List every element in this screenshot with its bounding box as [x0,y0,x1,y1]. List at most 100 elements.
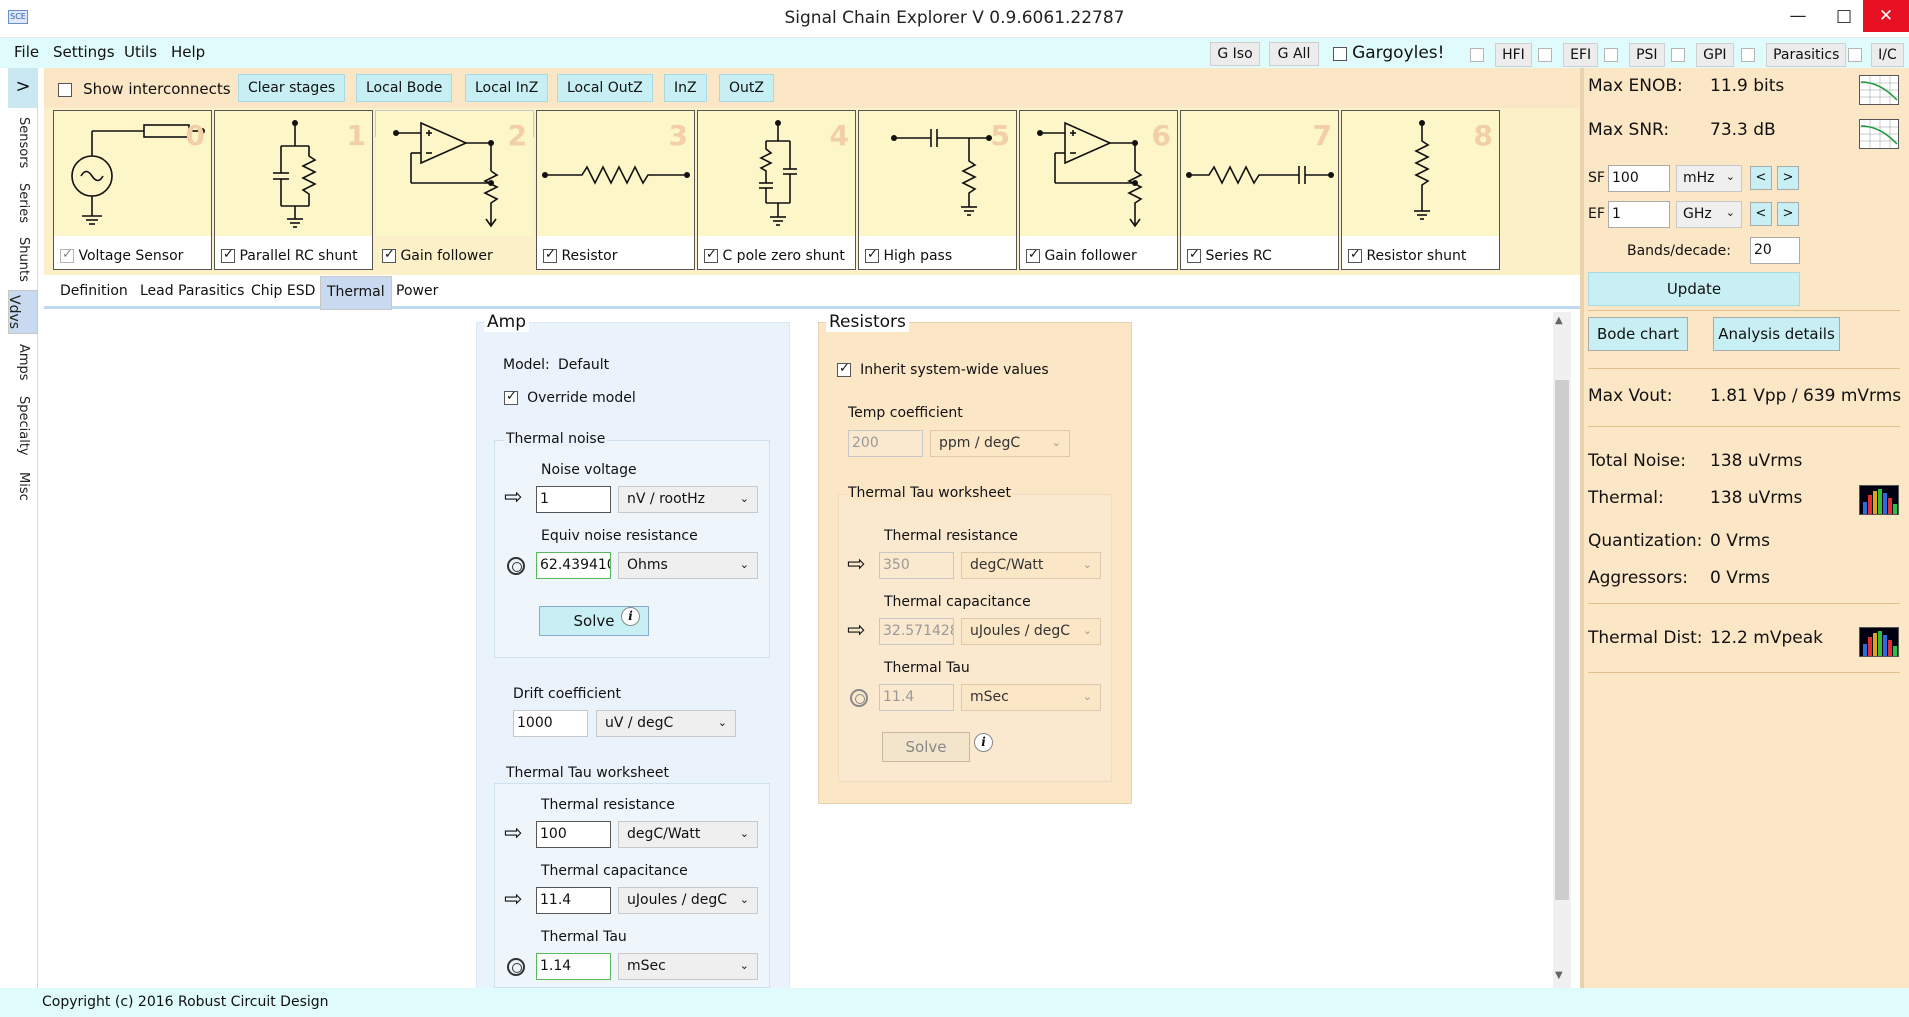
gpi-toggle[interactable]: GPI [1671,43,1734,67]
resistor-thermal-resistance-input[interactable]: 350 [879,552,954,579]
enob-chart-icon[interactable] [1859,75,1899,105]
update-button[interactable]: Update [1588,272,1800,306]
outz-button[interactable]: OutZ [719,74,774,102]
hfi-checkbox[interactable] [1470,47,1484,62]
psi-label[interactable]: PSI [1629,43,1665,67]
gpi-checkbox[interactable] [1671,47,1685,62]
info-icon[interactable]: i [621,607,640,626]
minimize-button[interactable]: — [1789,6,1807,26]
tab-sensors[interactable]: Sensors [16,117,31,169]
close-button[interactable]: ✕ [1863,0,1909,32]
stage-2-enable-checkbox[interactable] [382,247,396,263]
stage-7-enable-checkbox[interactable] [1187,247,1201,263]
menu-utils[interactable]: Utils [124,43,158,61]
tab-power[interactable]: Power [396,283,439,299]
thermal-histogram-icon[interactable] [1859,485,1899,515]
equiv-noise-unit-select[interactable]: Ohms⌄ [618,552,758,579]
inherit-values-toggle[interactable]: Inherit system-wide values [837,359,1049,378]
clear-stages-button[interactable]: Clear stages [238,74,346,102]
amp-thermal-tau-input[interactable]: 1.14 [536,953,611,980]
resistor-thermal-tau-input[interactable]: 11.4 [879,684,954,711]
gargoyles-toggle[interactable]: Gargoyles! [1333,43,1444,63]
override-model-toggle[interactable]: Override model [504,387,636,406]
scrollbar-thumb[interactable] [1555,380,1569,900]
resistor-thermal-tau-unit-select[interactable]: mSec⌄ [961,684,1101,711]
stage-5-enable-checkbox[interactable] [865,247,879,263]
stage-8-resistor-shunt[interactable]: 8 Resistor shunt [1341,110,1500,270]
local-inz-button[interactable]: Local InZ [465,74,549,102]
noise-voltage-unit-select[interactable]: nV / rootHz⌄ [618,486,758,513]
tab-series[interactable]: Series [16,183,31,223]
amp-thermal-resistance-input[interactable]: 100 [536,821,611,848]
g-iso-button[interactable]: G Iso [1210,42,1260,66]
sf-prev-button[interactable]: < [1750,166,1772,190]
tab-specialty[interactable]: Specialty [16,396,31,456]
inherit-values-checkbox[interactable] [837,361,851,377]
tab-thermal[interactable]: Thermal [320,276,392,310]
gpi-label[interactable]: GPI [1696,43,1734,67]
stage-5-high-pass[interactable]: 5 High pass [858,110,1017,270]
ic-label[interactable]: I/C [1871,43,1904,67]
menu-settings[interactable]: Settings [53,43,115,61]
stage-6-gain-follower[interactable]: 6 Gain follower [1019,110,1178,270]
ef-unit-select[interactable]: GHz⌄ [1676,201,1742,228]
drift-unit-select[interactable]: uV / degC⌄ [596,710,736,737]
stage-1-parallel-rc-shunt[interactable]: 1 Parallel RC shunt [214,110,373,270]
tab-shunts[interactable]: Shunts [16,236,31,282]
parasitics-label[interactable]: Parasitics [1766,43,1847,67]
maximize-button[interactable]: □ [1835,6,1853,26]
scroll-up-icon[interactable]: ▲ [1555,315,1563,326]
stage-7-series-rc[interactable]: 7 Series RC [1180,110,1339,270]
scroll-down-icon[interactable]: ▼ [1555,970,1563,981]
ic-checkbox[interactable] [1848,47,1862,62]
bands-per-decade-input[interactable]: 20 [1750,237,1800,264]
amp-thermal-tau-unit-select[interactable]: mSec⌄ [618,953,758,980]
amp-thermal-capacitance-unit-select[interactable]: uJoules / degC⌄ [618,887,758,914]
info-icon[interactable]: i [974,733,993,752]
equiv-noise-resistance-input[interactable]: 62.4394100 [536,552,611,579]
menu-help[interactable]: Help [171,43,206,61]
stage-1-enable-checkbox[interactable] [221,247,235,263]
show-interconnects-checkbox[interactable] [58,82,72,97]
hfi-label[interactable]: HFI [1495,43,1532,67]
resistor-solve-button[interactable]: Solve [882,732,970,762]
ef-prev-button[interactable]: < [1750,202,1772,226]
tab-misc[interactable]: Misc [16,471,31,501]
sf-next-button[interactable]: > [1777,166,1799,190]
tab-chip-esd[interactable]: Chip ESD [251,283,316,299]
efi-label[interactable]: EFI [1563,43,1599,67]
amp-thermal-resistance-unit-select[interactable]: degC/Watt⌄ [618,821,758,848]
resistor-thermal-capacitance-unit-select[interactable]: uJoules / degC⌄ [961,618,1101,645]
temp-coefficient-input[interactable]: 200 [848,430,923,457]
efi-checkbox[interactable] [1538,47,1552,62]
resistor-thermal-resistance-unit-select[interactable]: degC/Watt⌄ [961,552,1101,579]
stage-3-enable-checkbox[interactable] [543,247,557,263]
resistor-thermal-capacitance-input[interactable]: 32.5714285 [879,618,954,645]
menu-file[interactable]: File [14,43,40,61]
expand-panel-button[interactable]: > [8,68,38,108]
bode-chart-button[interactable]: Bode chart [1588,317,1688,351]
stage-6-enable-checkbox[interactable] [1026,247,1040,263]
stage-4-enable-checkbox[interactable] [704,247,718,263]
ef-next-button[interactable]: > [1777,202,1799,226]
inz-button[interactable]: InZ [664,74,707,102]
snr-chart-icon[interactable] [1859,119,1899,149]
drift-coefficient-input[interactable]: 1000 [513,710,588,737]
stage-0-voltage-sensor[interactable]: 0 Voltage Sensor [53,110,212,270]
show-interconnects-toggle[interactable]: Show interconnects [58,79,231,98]
stage-3-resistor[interactable]: 3 Resistor [536,110,695,270]
temp-coefficient-unit-select[interactable]: ppm / degC⌄ [930,430,1070,457]
stage-4-c-pole-zero-shunt[interactable]: 4 C pole zero shunt [697,110,856,270]
gargoyles-checkbox[interactable] [1333,46,1347,61]
local-bode-button[interactable]: Local Bode [356,74,453,102]
local-outz-button[interactable]: Local OutZ [557,74,653,102]
psi-checkbox[interactable] [1604,47,1618,62]
hfi-toggle[interactable]: HFI [1470,43,1532,67]
ic-toggle[interactable]: I/C [1848,43,1904,67]
override-model-checkbox[interactable] [504,389,518,405]
g-all-button[interactable]: G All [1269,42,1319,66]
psi-toggle[interactable]: PSI [1604,43,1665,67]
ef-input[interactable]: 1 [1608,201,1670,228]
tab-lead-parasitics[interactable]: Lead Parasitics [140,283,245,299]
stage-8-enable-checkbox[interactable] [1348,247,1362,263]
